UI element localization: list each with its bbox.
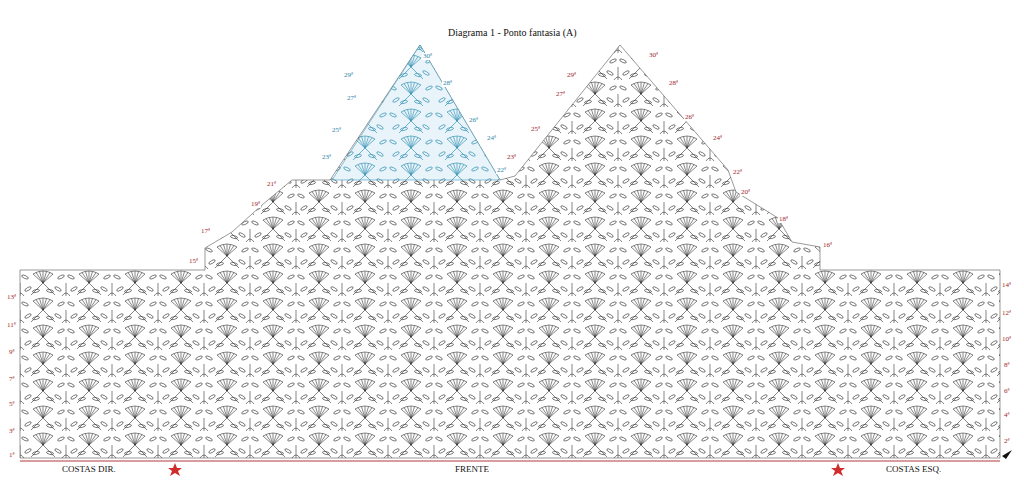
row-number: 18ª <box>778 216 789 223</box>
row-number: 23ª <box>506 154 517 161</box>
row-number: 6ª <box>1003 388 1010 395</box>
row-number: 29ª <box>566 72 577 79</box>
row-number: 1ª <box>8 452 15 459</box>
row-number: 7ª <box>8 376 15 383</box>
row-number: 5ª <box>8 401 15 408</box>
row-number: 10ª <box>1001 336 1012 343</box>
row-number: 19ª <box>250 201 261 208</box>
marker-star <box>831 463 845 476</box>
row-number: 30ª <box>648 52 659 59</box>
row-number: 17ª <box>200 228 211 235</box>
section-label: COSTAS DIR. <box>60 465 118 474</box>
row-number: 27ª <box>555 91 566 98</box>
start-arrow <box>1002 450 1012 459</box>
base-line <box>20 461 1000 462</box>
row-number: 24ª <box>486 135 497 142</box>
row-number: 24ª <box>712 135 723 142</box>
row-number: 27ª <box>346 95 357 102</box>
row-number: 2ª <box>1003 438 1010 445</box>
row-number: 4ª <box>1003 412 1010 419</box>
row-number: 20ª <box>740 189 751 196</box>
row-number: 3ª <box>8 428 15 435</box>
row-number: 11ª <box>6 322 17 329</box>
row-number: 29ª <box>343 72 354 79</box>
row-number: 8ª <box>1003 362 1010 369</box>
row-number: 22ª <box>496 167 507 174</box>
row-number: 13ª <box>6 294 17 301</box>
chart-body <box>20 45 1000 458</box>
row-number: 25ª <box>530 126 541 133</box>
marker-star <box>168 463 182 476</box>
row-number: 28ª <box>668 80 679 87</box>
row-number: 30ª <box>422 53 433 60</box>
chart-title: Diagrama 1 - Ponto fantasia (A) <box>448 28 577 38</box>
section-label: FRENTE <box>453 465 491 474</box>
row-number: 14ª <box>1001 282 1012 289</box>
row-number: 12ª <box>1001 310 1012 317</box>
row-number: 9ª <box>8 349 15 356</box>
row-number: 15ª <box>188 258 199 265</box>
row-number: 21ª <box>266 181 277 188</box>
highlight-peak <box>332 45 500 180</box>
row-number: 25ª <box>331 127 342 134</box>
row-number: 26ª <box>468 117 479 124</box>
section-label: COSTAS ESQ. <box>884 465 943 474</box>
row-number: 26ª <box>684 114 695 121</box>
highlight-peak-stitches <box>332 45 500 180</box>
row-number: 23ª <box>321 154 332 161</box>
row-number: 22ª <box>732 169 743 176</box>
row-number: 16ª <box>822 242 833 249</box>
row-number: 28ª <box>442 80 453 87</box>
